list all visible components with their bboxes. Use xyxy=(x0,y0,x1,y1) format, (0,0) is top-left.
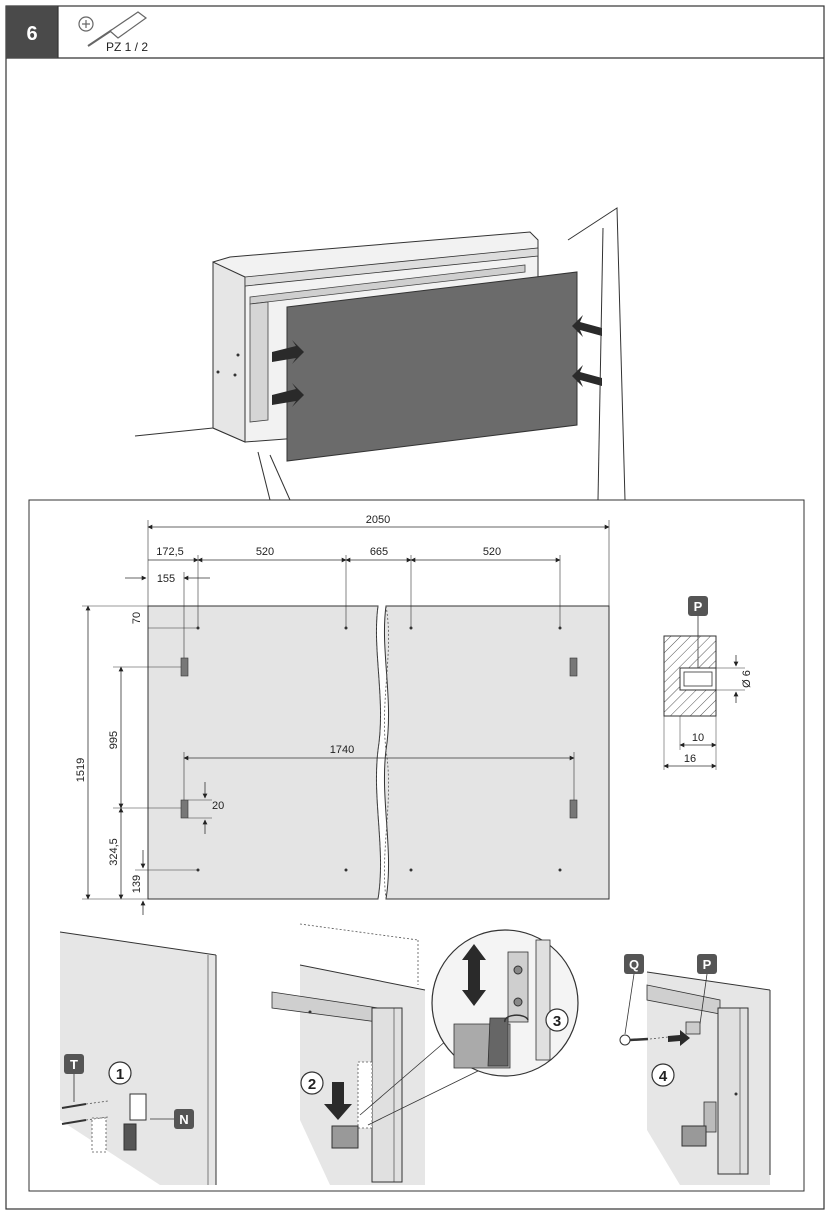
substep-badge xyxy=(108,1061,132,1085)
phillips-screwdriver-icon xyxy=(78,11,148,47)
substep-3-zoom-detail: 3 xyxy=(431,929,579,1077)
part-badge-n xyxy=(174,1109,194,1129)
cabinet-illustration xyxy=(134,207,626,501)
substep-2-illustration: 2 xyxy=(271,923,481,1185)
screw-icon xyxy=(61,1119,87,1125)
dim-offset-small: 155 xyxy=(157,573,175,585)
part-badge-t xyxy=(64,1054,84,1074)
substep-1-illustration: T N 1 xyxy=(59,931,217,1185)
dim-offset-left: 172,5 xyxy=(156,546,184,558)
dimension-drawing: 2050 172,5 520 665 520 155 70 xyxy=(75,514,610,915)
substep-badge xyxy=(545,1008,569,1032)
step-number: 6 xyxy=(26,23,37,45)
substep-4-illustration: Q P 4 xyxy=(619,954,771,1185)
up-down-arrow-icon xyxy=(462,944,486,1006)
part-label-p: P xyxy=(703,957,712,972)
dim-spacing-a: 520 xyxy=(256,546,274,558)
substep-number-4: 4 xyxy=(659,1068,668,1085)
push-arrow-icon xyxy=(572,365,602,387)
bracket xyxy=(180,799,189,819)
part-label-n: N xyxy=(179,1112,188,1127)
mounting-hole xyxy=(409,868,413,872)
dim-spacing-b: 520 xyxy=(483,546,501,558)
door-panel xyxy=(286,271,578,462)
dim-top-offset: 70 xyxy=(131,612,143,624)
detail-p-section: P Ø 6 10 16 xyxy=(663,596,753,770)
mounting-hole xyxy=(558,868,562,872)
label-badge xyxy=(688,596,708,616)
step-number-box xyxy=(6,6,58,58)
push-arrow-icon xyxy=(572,315,602,337)
detail-diameter: Ø 6 xyxy=(741,670,753,688)
detail-border xyxy=(28,499,805,1192)
dim-total-height: 1519 xyxy=(75,758,87,782)
part-badge-q xyxy=(624,954,644,974)
push-arrow-icon xyxy=(272,340,304,364)
dim-spacing-gap: 665 xyxy=(370,546,388,558)
bracket xyxy=(180,657,189,677)
substep-badge xyxy=(651,1063,675,1087)
part-label-q: Q xyxy=(629,957,639,972)
mounting-hole xyxy=(344,626,348,630)
dim-bottom-offset-b: 139 xyxy=(131,875,143,893)
bracket xyxy=(569,799,578,819)
push-arrow-icon xyxy=(668,1030,690,1046)
mounting-hole xyxy=(409,626,413,630)
substep-number-1: 1 xyxy=(116,1066,124,1083)
panel-right-half xyxy=(383,605,610,900)
detail-depth-inner: 10 xyxy=(692,732,704,744)
part-label-t: T xyxy=(70,1057,78,1072)
dim-bracket-height: 20 xyxy=(212,800,224,812)
rotate-arrow-icon xyxy=(504,1014,529,1023)
dim-vertical-spacing: 995 xyxy=(108,731,120,749)
screw-icon xyxy=(61,1103,87,1109)
down-arrow-icon xyxy=(324,1082,352,1120)
dim-total-width: 2050 xyxy=(366,514,390,526)
page-border xyxy=(5,5,825,1210)
tool-label: PZ 1 / 2 xyxy=(106,40,148,54)
part-badge-p xyxy=(697,954,717,974)
substep-number-2: 2 xyxy=(308,1076,316,1093)
detail-depth-outer: 16 xyxy=(684,753,696,765)
detail-label: P xyxy=(694,599,703,614)
push-arrow-icon xyxy=(272,383,304,407)
dim-bottom-offset-a: 324,5 xyxy=(108,838,120,866)
mounting-hole xyxy=(344,868,348,872)
dim-bracket-span: 1740 xyxy=(330,744,354,756)
mounting-hole xyxy=(558,626,562,630)
bracket xyxy=(569,657,578,677)
screw-icon xyxy=(619,1034,649,1046)
substep-number-3: 3 xyxy=(553,1013,561,1030)
substep-badge xyxy=(300,1071,324,1095)
